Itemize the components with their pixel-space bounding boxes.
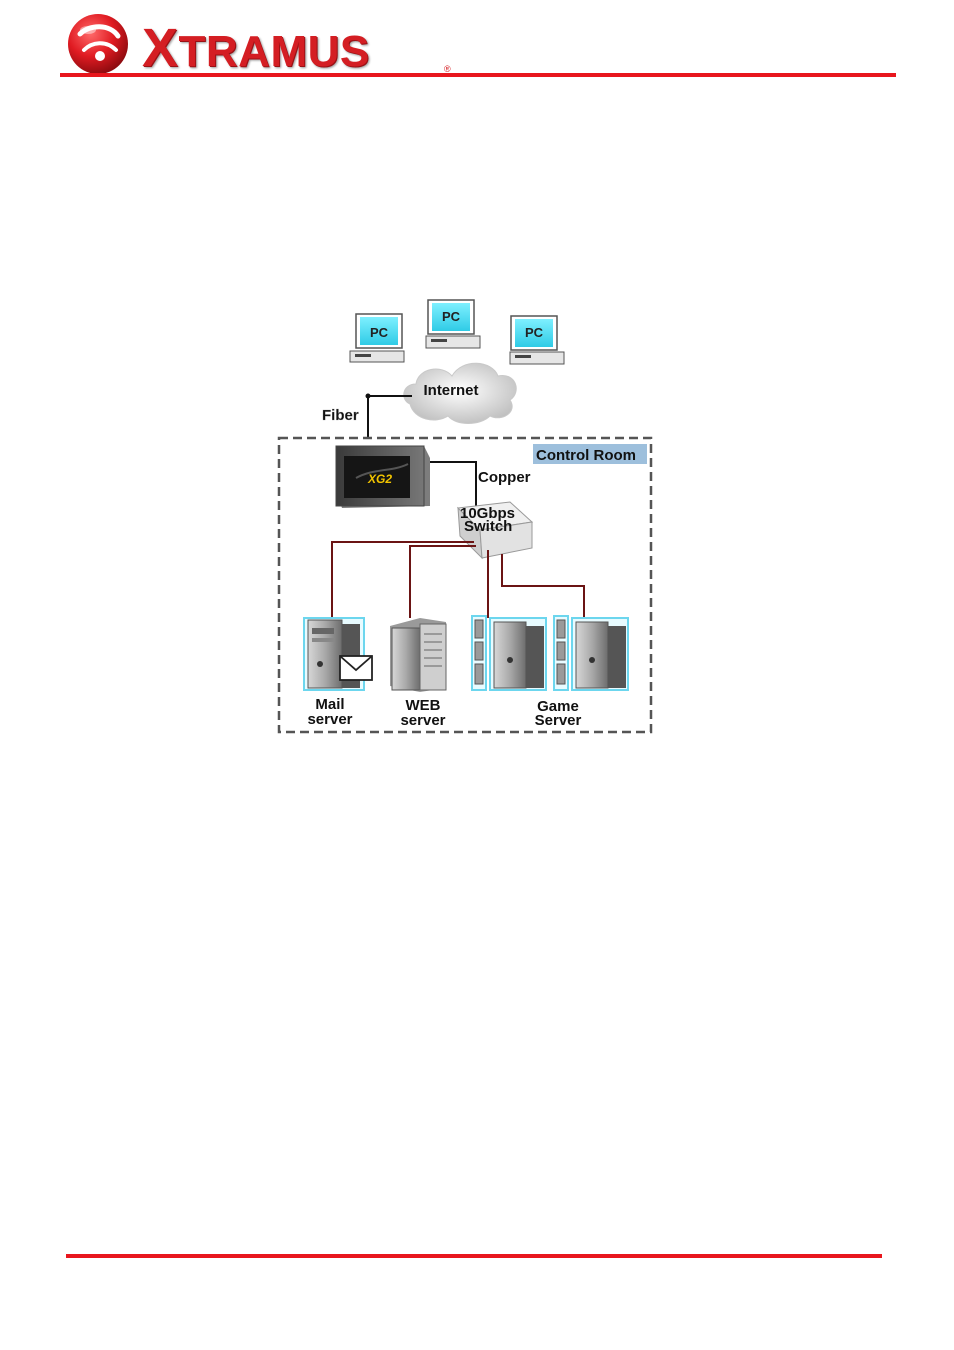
pc-right: PC <box>509 315 565 365</box>
switch-label-line1: 10Gbps <box>460 505 515 522</box>
internet-label: Internet <box>423 382 478 399</box>
game-label-line1: Game <box>537 698 579 715</box>
control-room-tab <box>533 444 647 464</box>
header-rule <box>60 73 896 77</box>
fiber-label: Fiber <box>322 407 359 424</box>
copper-link <box>430 461 477 506</box>
pc-left: PC <box>349 313 405 363</box>
brand-wordmark: XTRAMUS <box>142 18 370 78</box>
xtramus-logo: XTRAMUS ® <box>66 10 451 78</box>
network-diagram: PC PC PC Internet Fiber Control Room XG2… <box>277 299 653 734</box>
web-server <box>390 618 447 692</box>
control-room-boundary <box>277 436 653 734</box>
registered-mark: ® <box>444 64 451 74</box>
game-server-2 <box>553 615 629 691</box>
mail-envelope-icon <box>339 655 373 681</box>
web-label-line2: server <box>400 712 445 729</box>
xg2-label: XG2 <box>367 472 392 486</box>
game-server-1 <box>471 615 547 691</box>
pc-right-label: PC <box>525 325 544 340</box>
xg2-device: XG2 <box>335 445 430 508</box>
switch-device: 10Gbps Switch <box>456 501 534 560</box>
pc-left-label: PC <box>370 325 389 340</box>
footer-rule <box>66 1254 882 1258</box>
mail-label-line1: Mail <box>315 696 344 713</box>
server-links <box>331 541 585 618</box>
pc-center-label: PC <box>442 309 461 324</box>
control-room-label: Control Room <box>536 447 636 464</box>
copper-label: Copper <box>478 469 531 486</box>
internet-cloud: Internet <box>403 362 517 424</box>
game-label-line2: Server <box>535 712 582 729</box>
link-game-2 <box>501 554 585 618</box>
fiber-link <box>367 395 412 438</box>
xtramus-logo-mark-icon <box>68 14 128 74</box>
link-mail <box>331 541 474 618</box>
switch-label-line2: Switch <box>464 518 512 535</box>
web-label-line1: WEB <box>406 697 441 714</box>
link-web <box>409 545 476 618</box>
pc-center: PC <box>425 299 481 349</box>
mail-label-line2: server <box>307 711 352 728</box>
